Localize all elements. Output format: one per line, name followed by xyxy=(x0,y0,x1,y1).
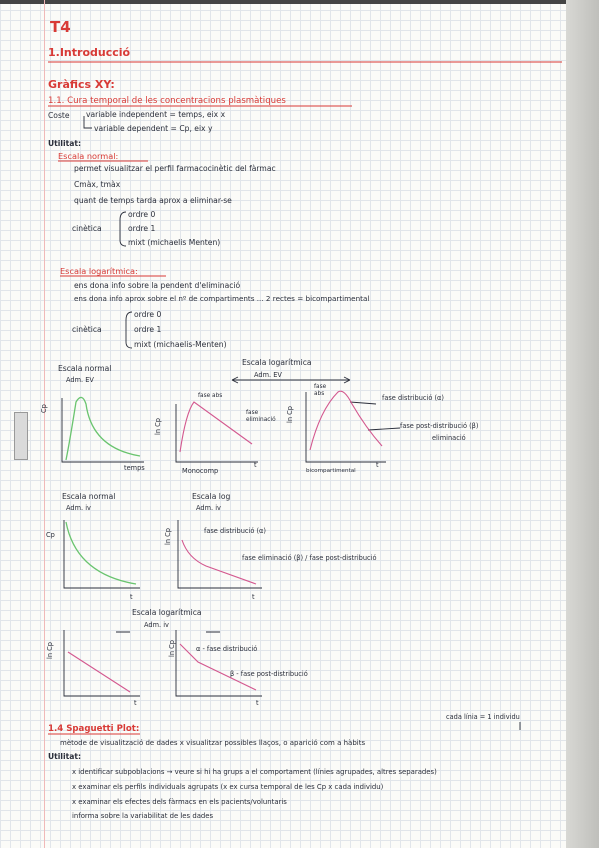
fig2-normal-t: t xyxy=(130,593,133,601)
log-orders-brace xyxy=(125,311,133,349)
fig3-title: Escala logarítmica xyxy=(132,608,202,617)
fig2-normal-route: Adm. iv xyxy=(66,504,91,512)
spaghetti-item-4: informa sobre la variabilitat de les dad… xyxy=(72,812,214,820)
fig1-bi-t: t xyxy=(376,461,379,469)
fig1-fase-distribucio: fase distribució (α) xyxy=(382,394,444,402)
fig2-log-route: Adm. iv xyxy=(196,504,221,512)
fig1-fase-post: fase post-distribució (β) xyxy=(400,422,479,430)
fig1-normal-axes xyxy=(61,398,144,463)
fig1-mono-label: Monocomp xyxy=(182,467,219,475)
fig2-fase-post: fase eliminació (β) / fase post-distribu… xyxy=(242,554,377,562)
fig2-normal-curve xyxy=(65,521,137,585)
normal-order-1: ordre 1 xyxy=(128,224,156,233)
spaghetti-side-note: cada línia = 1 individu xyxy=(446,713,520,721)
fig1-eliminacio: eliminació xyxy=(432,434,466,442)
normal-orders-brace xyxy=(119,211,127,247)
fig3-alpha-label: α - fase distribució xyxy=(196,645,258,653)
log-kinetics-label: cinètica xyxy=(72,325,102,334)
fig1-bi-curve xyxy=(309,390,383,451)
fig3-route: Adm. iv xyxy=(144,621,169,629)
normal-kinetics-label: cinètica xyxy=(72,224,102,233)
fig1-fase-elim: fase eliminació xyxy=(246,410,276,423)
fig1-mono-curve xyxy=(179,401,253,453)
fig2-normal-y-label: Cp xyxy=(46,531,55,539)
fig1-log-arrow xyxy=(231,376,351,384)
spaghetti-method: mètode de visualització de dades x visua… xyxy=(60,739,366,747)
page-top-edge xyxy=(0,0,599,4)
normal-scale-label: Escala normal: xyxy=(58,151,119,161)
topic-title: T4 xyxy=(50,18,71,36)
graphs-heading: Gràfics XY: xyxy=(48,78,115,91)
fig3-left-t: t xyxy=(134,699,137,707)
normal-item-3: quant de temps tarda aprox a eliminar-se xyxy=(74,196,232,205)
spaghetti-heading: 1.4 Spaguetti Plot: xyxy=(48,724,140,734)
fig3-left-curve xyxy=(67,651,131,693)
fig1-log-title: Escala logarítmica xyxy=(242,358,312,367)
spaghetti-item-3: x examinar els efectes dels fàrmacs en e… xyxy=(72,798,287,806)
side-label-sticker xyxy=(14,412,28,460)
fig1-fase-abs: fase abs xyxy=(198,393,223,399)
fig3-right-axes xyxy=(175,630,262,697)
fig3-left-axes xyxy=(63,630,140,697)
fig2-normal-axes xyxy=(63,520,140,589)
fig1-normal-curve xyxy=(65,396,141,461)
axis-note-connector xyxy=(83,116,92,129)
fig3-right-curve xyxy=(179,643,257,691)
x-axis-note: variable independent = temps, eix x xyxy=(86,110,226,119)
log-item-2: ens dona info aprox sobre el nº de compa… xyxy=(74,294,370,303)
fig1-fase-abs-top: fase abs xyxy=(314,384,327,397)
normal-item-2: Cmàx, tmàx xyxy=(74,180,121,189)
normal-order-mixed: mixt (michaelis Menten) xyxy=(128,238,221,247)
fig2-log-t: t xyxy=(252,593,255,601)
page-margin-line xyxy=(44,0,45,848)
fig1-post-pointer xyxy=(367,427,401,431)
fig2-log-axes xyxy=(177,520,262,589)
fig2-log-curve xyxy=(181,539,257,585)
fig1-mono-t: t xyxy=(254,461,257,469)
log-order-1: ordre 1 xyxy=(134,325,162,334)
log-scale-label: Escala logarítmica: xyxy=(60,266,138,276)
fig1-bi-label: bicompartimental xyxy=(306,468,356,474)
spaghetti-item-1: x identificar subpoblacions → veure si h… xyxy=(72,768,437,776)
fig2-log-title: Escala log xyxy=(192,492,231,501)
fig1-mono-axes xyxy=(175,404,258,463)
fig1-bi-axes xyxy=(305,392,386,463)
axis-intro: Coste xyxy=(48,111,70,120)
graphs-subheading: 1.1. Cura temporal de les concentracions… xyxy=(48,96,286,106)
utilities-label: Utilitat: xyxy=(48,139,82,148)
fig2-normal-title: Escala normal xyxy=(62,492,116,501)
log-order-mixed: mixt (michaelis-Menten) xyxy=(134,340,227,349)
fig1-x-label: temps xyxy=(124,464,145,472)
fig1-normal-title: Escala normal xyxy=(58,364,112,373)
normal-item-1: permet visualitzar el perfil farmacocinè… xyxy=(74,164,276,173)
normal-order-0: ordre 0 xyxy=(128,210,156,219)
fig3-right-t: t xyxy=(256,699,259,707)
page-right-edge xyxy=(566,0,599,848)
fig1-log-route: Adm. EV xyxy=(254,371,282,379)
y-axis-note: variable dependent = Cp, eix y xyxy=(94,124,213,133)
fig3-beta-label: β - fase post-distribució xyxy=(230,670,308,678)
fig1-distrib-pointer xyxy=(349,401,377,405)
section-title: 1.Introducció xyxy=(48,46,131,59)
fig1-normal-route: Adm. EV xyxy=(66,376,94,384)
fig2-fase-distribucio: fase distribució (α) xyxy=(204,527,266,535)
log-order-0: ordre 0 xyxy=(134,310,162,319)
log-item-1: ens dona info sobre la pendent d'elimina… xyxy=(74,281,241,290)
spaghetti-utilities-label: Utilitat: xyxy=(48,752,82,761)
spaghetti-item-2: x examinar els perfils individuals agrup… xyxy=(72,783,384,791)
